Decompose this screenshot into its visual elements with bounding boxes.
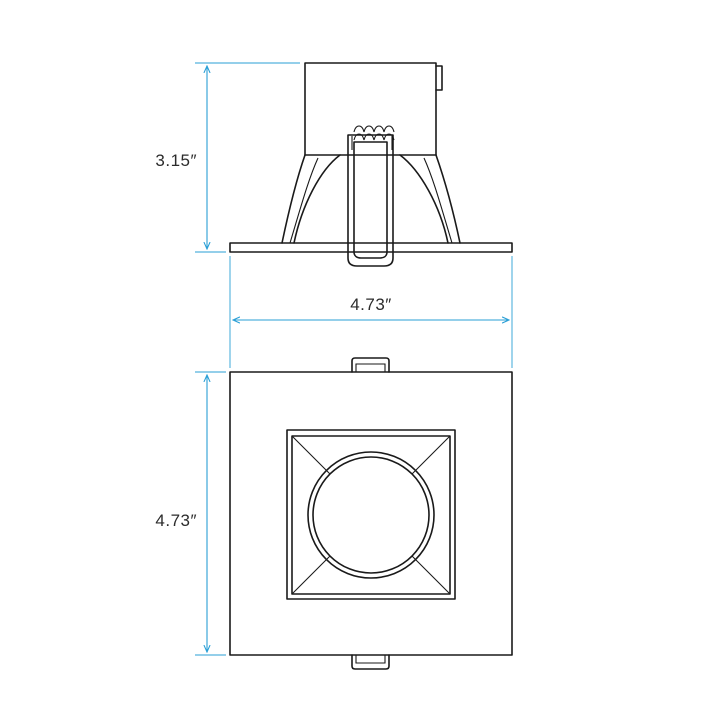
side-view [229,62,513,267]
height-label: 3.15″ [155,151,197,170]
spring-clip-frame [347,134,394,267]
bevel-corners [291,435,451,595]
square-trim-bevel-inner [291,435,451,595]
reflector-left-inner [293,154,341,244]
width-dimension: 4.73″ [229,256,513,368]
reflector-right [435,154,461,244]
reflector-left [281,154,306,244]
clip-tab-top [351,357,390,373]
aperture-lens [312,456,430,574]
reflector-left-fin [289,157,319,244]
square-trim-outer [229,371,513,656]
depth-label: 4.73″ [155,511,197,530]
square-trim-bevel [286,429,456,600]
clip-tab-bottom-inner [355,655,386,664]
aperture-outer-ring [307,451,435,579]
reflector-right-fin [423,157,453,244]
width-label: 4.73″ [350,295,392,314]
spring-clip-inner [353,141,388,259]
trim-flange [229,242,513,253]
height-dimension: 3.15″ [155,62,300,253]
top-view [229,357,513,670]
depth-dimension: 4.73″ [155,371,226,656]
torsion-spring [351,125,395,150]
reflector-right-inner [399,154,449,244]
clip-tab-bottom [351,654,390,670]
can-tab [435,65,443,91]
clip-tab-top-inner [355,363,386,372]
